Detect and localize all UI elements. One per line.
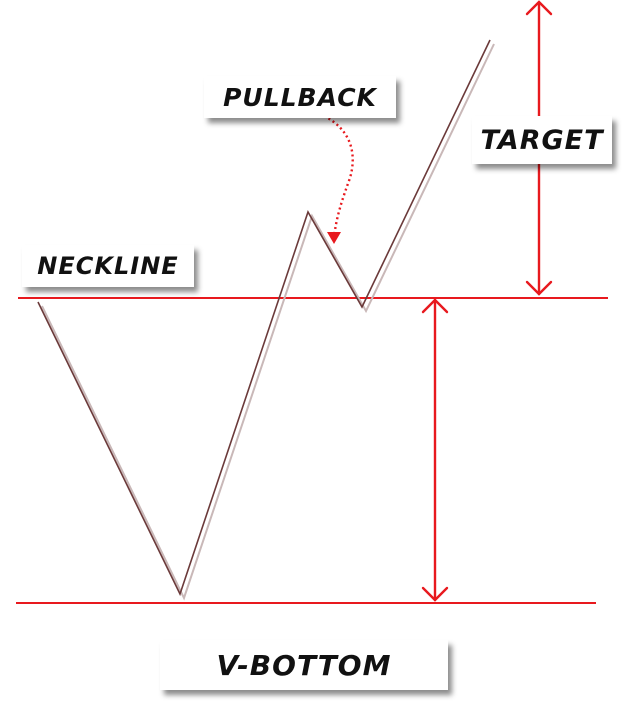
price-path: [37, 39, 491, 597]
neckline-label: NECKLINE: [22, 245, 194, 287]
target-label: TARGET: [472, 116, 612, 164]
pullback-pointer-head: [327, 232, 341, 244]
pullback-pointer: [323, 114, 354, 239]
v-bottom-label: V-BOTTOM: [160, 640, 448, 690]
height-arrow: [421, 298, 449, 602]
pullback-label: PULLBACK: [204, 76, 396, 118]
price-path-shadow: [41, 43, 495, 601]
